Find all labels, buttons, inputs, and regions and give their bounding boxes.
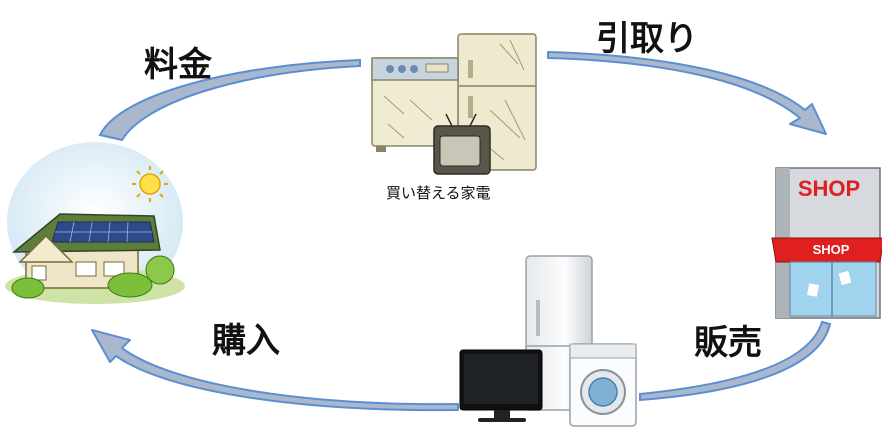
- new-appliances-icon: [459, 255, 637, 427]
- solar-house-icon: [5, 142, 185, 304]
- old-appliances-icon: [371, 33, 537, 175]
- arrow-sale: [639, 320, 832, 402]
- arrow-purchase: [91, 329, 459, 412]
- shop-sign-top: SHOP: [797, 176, 861, 201]
- label-purchase: 購入: [212, 321, 280, 361]
- old-appliances-caption: 買い替える家電: [386, 184, 491, 202]
- shop-sign-awning: SHOP: [812, 242, 850, 257]
- arrow-pickup: [547, 51, 827, 135]
- label-pickup: 引取り: [596, 19, 698, 59]
- label-fee: 料金: [144, 45, 212, 85]
- label-sale: 販売: [694, 323, 762, 363]
- shop-building-icon: [771, 167, 882, 319]
- arrow-fee: [98, 58, 361, 142]
